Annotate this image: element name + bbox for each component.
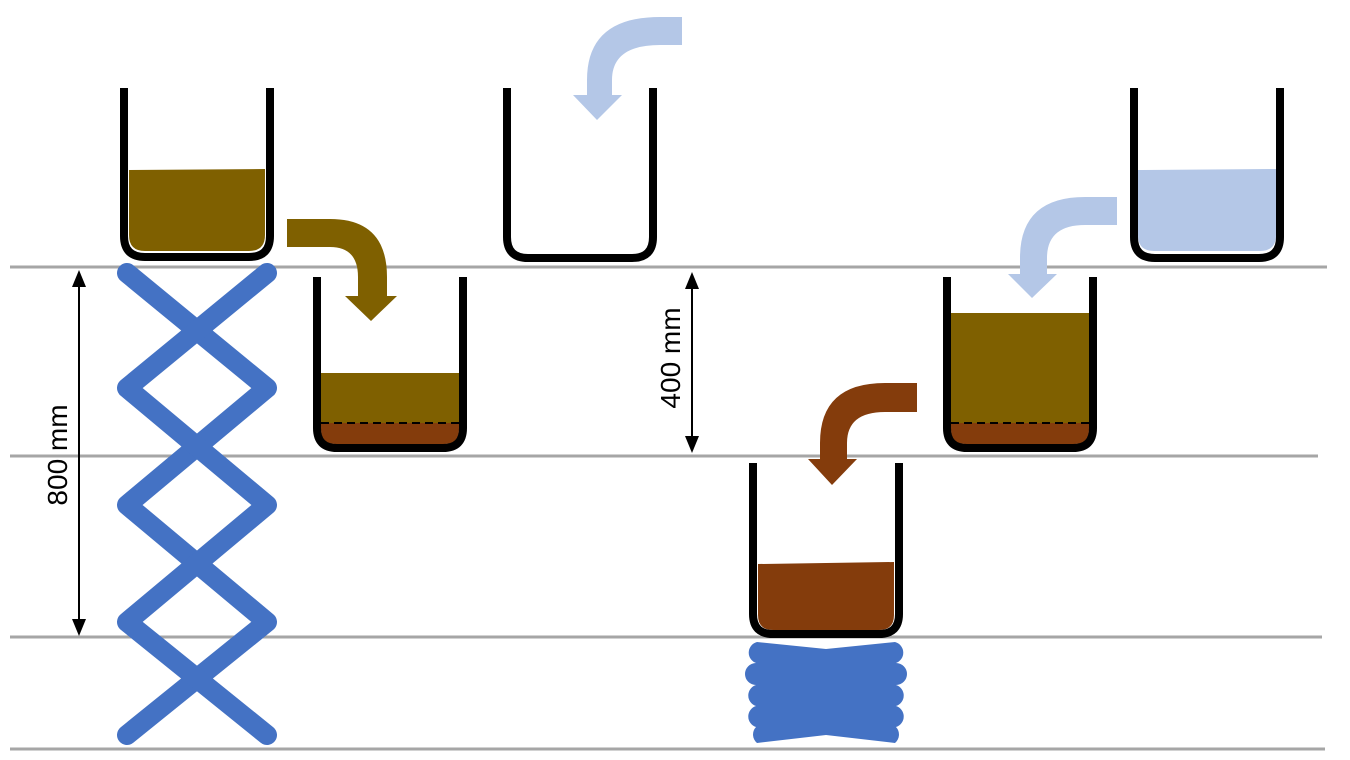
- arrowhead-up: [685, 272, 699, 289]
- sediment-layer: [321, 423, 459, 444]
- arrow-shape: [287, 219, 397, 321]
- container-outline: [120, 88, 274, 261]
- container-sediment-on-lift: [749, 463, 903, 638]
- container-outline: [503, 88, 657, 262]
- arrowhead-down: [685, 436, 699, 453]
- dimension-400mm: 400 mm: [655, 272, 699, 453]
- container-mixing-left: [313, 277, 467, 452]
- sediment-layer: [951, 423, 1089, 444]
- water-contents: [1138, 169, 1276, 251]
- container-mixing-right: [943, 277, 1097, 452]
- pour-arrow-soil: [287, 219, 397, 321]
- container-outline: [313, 277, 467, 452]
- pour-arrow-water-top: [573, 17, 682, 120]
- pour-arrow-water-right: [1008, 197, 1117, 298]
- container-outline: [1130, 88, 1284, 262]
- container-water: [1130, 88, 1284, 262]
- soil-layer: [321, 373, 459, 423]
- container-empty: [503, 88, 657, 262]
- dimension-label-800mm: 800 mm: [42, 404, 73, 505]
- arrow-shape: [1008, 197, 1117, 298]
- pour-arrow-sediment: [808, 383, 917, 485]
- container-outline: [943, 277, 1097, 452]
- collapsed-lift-body: [745, 642, 907, 743]
- arrow-shape: [808, 383, 917, 485]
- scissor-lift-collapsed: [745, 642, 907, 743]
- arrowhead-up: [72, 270, 86, 287]
- sediment-contents: [758, 562, 894, 630]
- arrow-shape: [573, 17, 682, 120]
- dimension-label-400mm: 400 mm: [655, 307, 686, 408]
- scissor-lift-extended: [117, 263, 277, 745]
- scissor-arm-right: [117, 263, 277, 745]
- dimension-800mm: 800 mm: [42, 270, 86, 636]
- container-outline: [749, 463, 903, 638]
- soil-layer: [951, 313, 1089, 423]
- level-lines: [10, 265, 1327, 751]
- scissor-arm-left: [117, 263, 277, 745]
- soil-contents: [129, 169, 265, 251]
- arrowhead-down: [72, 619, 86, 636]
- container-soil-on-scissor-lift: [120, 88, 274, 261]
